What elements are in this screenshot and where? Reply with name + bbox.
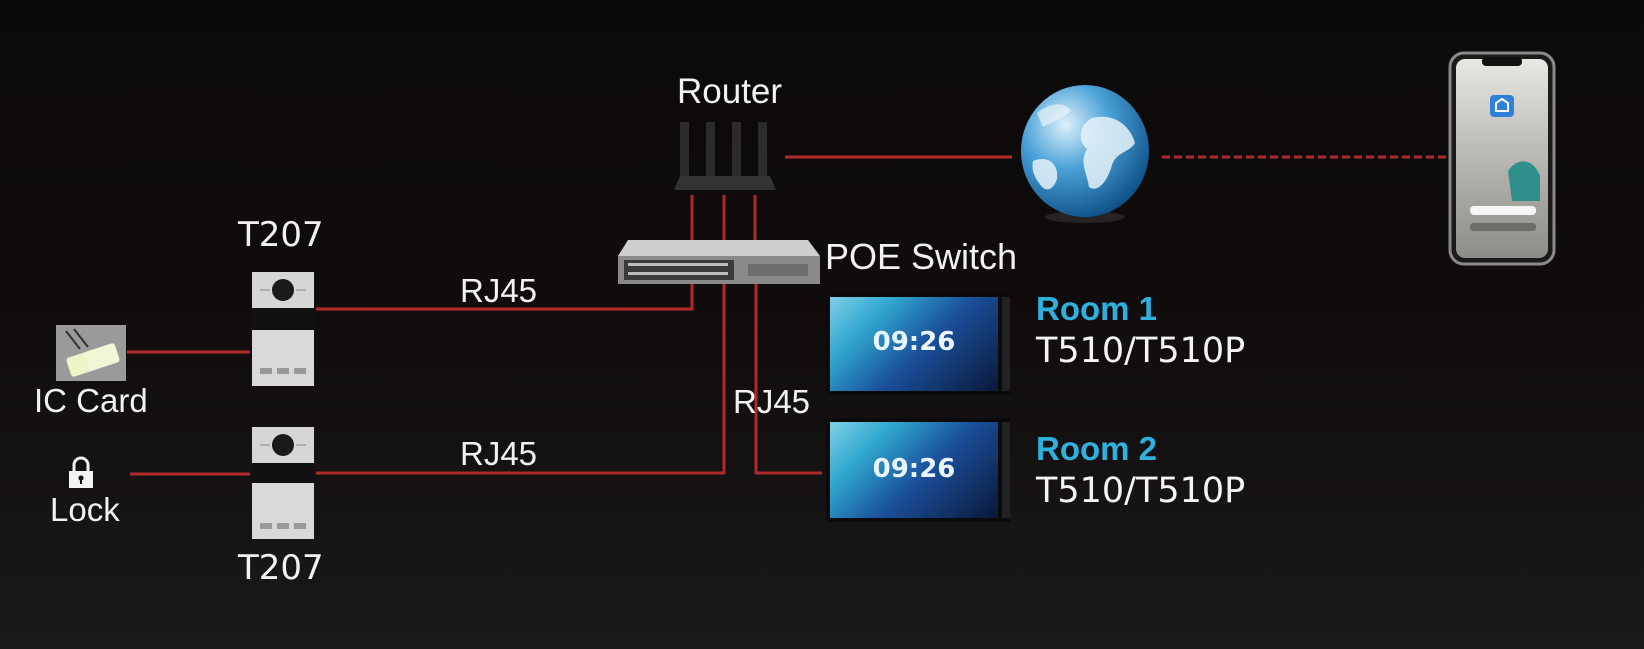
indoor-monitor-room-2: 09:26: [826, 418, 1010, 522]
monitor-screen: 09:26: [830, 422, 998, 518]
room-1-model: T510/T510P: [1036, 331, 1246, 371]
edge-switch-t207-1: [316, 280, 694, 311]
router-icon: [674, 122, 776, 190]
monitor-time: 09:26: [872, 454, 956, 484]
lock-icon: [69, 456, 93, 488]
room-2-title: Room 2: [1036, 430, 1158, 467]
edge-switch-t207-2: [316, 280, 726, 475]
room-1-title: Room 1: [1036, 290, 1158, 327]
edge-switch-room2: [754, 280, 822, 475]
door-station-icon: [252, 427, 314, 539]
indoor-monitor-room-1: 09:26: [826, 293, 1010, 395]
globe-icon: [1021, 85, 1149, 223]
monitor-time: 09:26: [872, 327, 956, 357]
monitor-side-panel: [1002, 297, 1010, 391]
router-label: Router: [677, 72, 783, 111]
switch-label: POE Switch: [825, 236, 1018, 277]
rj45-label-t207-1: RJ45: [460, 272, 538, 309]
switch-icon: [618, 240, 820, 284]
t207-top-label: T207: [238, 215, 324, 255]
monitor-screen: 09:26: [830, 297, 998, 391]
rj45-label-room2: RJ45: [733, 383, 811, 420]
monitor-side-panel: [1002, 422, 1010, 518]
rj45-label-t207-2: RJ45: [460, 435, 538, 472]
lock-label: Lock: [50, 491, 120, 528]
room-2-model: T510/T510P: [1036, 471, 1246, 511]
smartphone-icon: [1448, 51, 1556, 266]
door-station-icon: [252, 272, 314, 386]
t207-bottom-label: T207: [238, 548, 324, 588]
ic-card-icon: [56, 325, 126, 381]
ic-card-label: IC Card: [34, 382, 148, 419]
